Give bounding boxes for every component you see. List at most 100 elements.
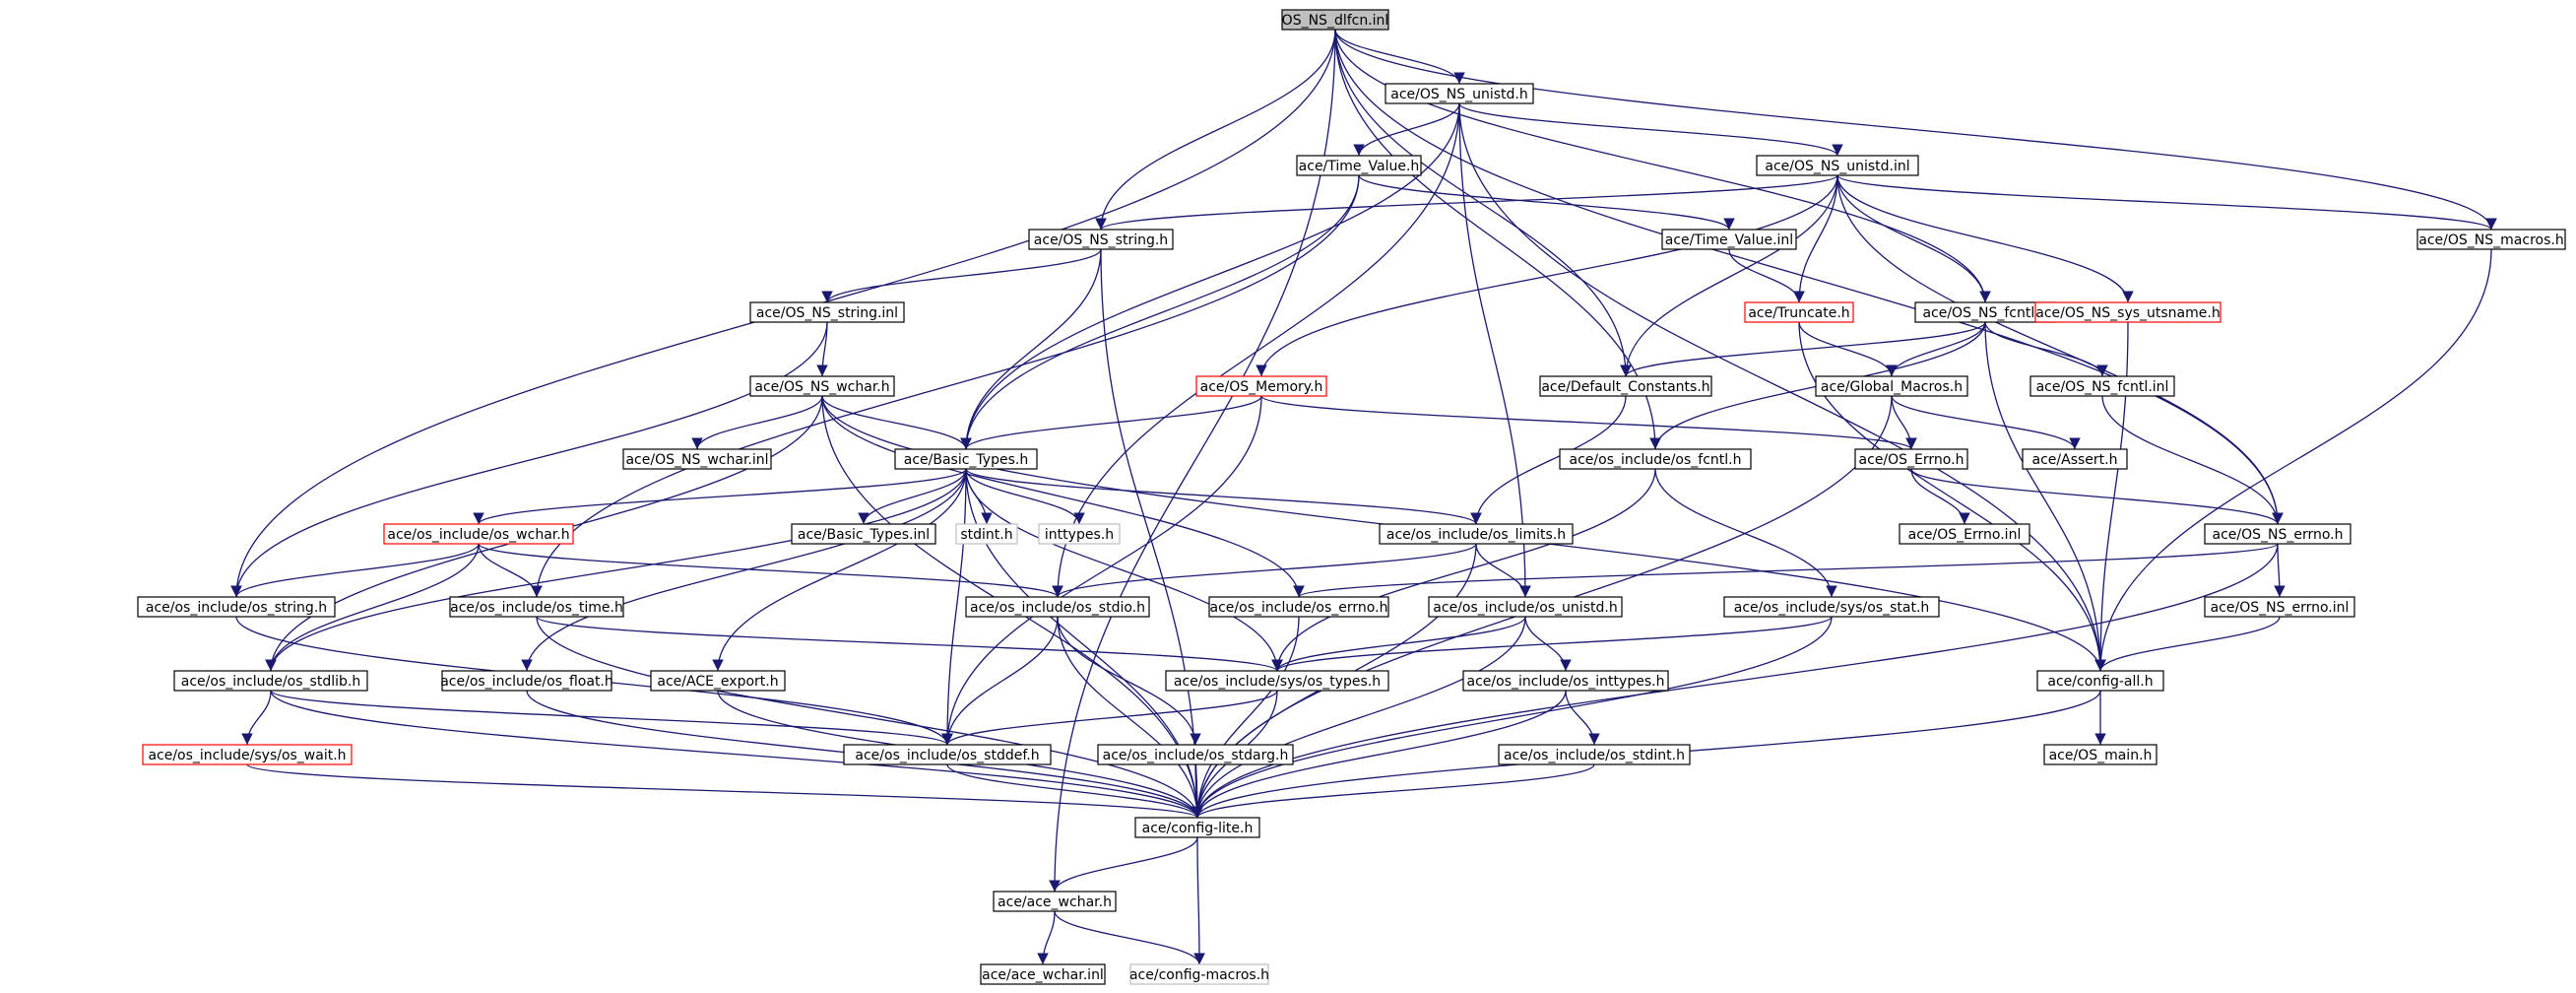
- node-box-os_ns_errno_inl[interactable]: [2204, 596, 2355, 618]
- node-global_macros_h[interactable]: ace/Global_Macros.h: [1815, 375, 1968, 397]
- node-box-macros_h[interactable]: [2416, 229, 2566, 250]
- node-box-os_include_wchar_h[interactable]: [383, 523, 574, 545]
- node-box-assert_h[interactable]: [2022, 448, 2128, 470]
- node-unistd_h[interactable]: ace/OS_NS_unistd.h: [1385, 83, 1534, 104]
- node-box-global_macros_h[interactable]: [1815, 375, 1968, 397]
- node-box-unistd_h[interactable]: [1385, 83, 1534, 104]
- node-box-basic_types_h[interactable]: [894, 448, 1038, 470]
- node-box-os_memory_h[interactable]: [1195, 375, 1327, 397]
- node-os_ns_errno_h[interactable]: ace/OS_NS_errno.h: [2204, 523, 2351, 545]
- node-os_errno_inl_cls[interactable]: ace/OS_Errno.inl: [1899, 523, 2030, 545]
- node-sys_os_types_h[interactable]: ace/os_include/sys/os_types.h: [1165, 670, 1389, 692]
- node-box-config_macros_h[interactable]: [1129, 963, 1269, 985]
- node-macros_h[interactable]: ace/OS_NS_macros.h: [2416, 229, 2566, 250]
- node-box-default_constants_h[interactable]: [1539, 375, 1712, 397]
- node-string_inl[interactable]: ace/OS_NS_string.inl: [749, 301, 905, 323]
- node-config_lite_h[interactable]: ace/config-lite.h: [1134, 817, 1260, 838]
- node-box-string_h[interactable]: [1028, 229, 1174, 250]
- node-box-os_time_h[interactable]: [449, 596, 624, 618]
- node-wchar_inl[interactable]: ace/OS_NS_wchar.inl: [622, 448, 772, 470]
- node-box-sys_os_types_h[interactable]: [1165, 670, 1389, 692]
- node-box-os_inttypes_h[interactable]: [1462, 670, 1669, 692]
- node-config_macros_h[interactable]: ace/config-macros.h: [1129, 963, 1269, 985]
- node-box-stdint_h[interactable]: [955, 523, 1018, 545]
- node-box-time_value_inl[interactable]: [1661, 229, 1797, 250]
- node-box-ace_export_h[interactable]: [650, 670, 786, 692]
- node-box-unistd_inl[interactable]: [1756, 155, 1919, 176]
- node-box-os_main_h[interactable]: [2043, 744, 2157, 765]
- node-basic_types_h[interactable]: ace/Basic_Types.h: [894, 448, 1038, 470]
- node-box-os_errno_inl_cls[interactable]: [1899, 523, 2030, 545]
- node-default_constants_h[interactable]: ace/Default_Constants.h: [1539, 375, 1712, 397]
- node-os_ns_errno_inl[interactable]: ace/OS_NS_errno.inl: [2204, 596, 2355, 618]
- node-box-os_stddef_h[interactable]: [843, 744, 1052, 765]
- node-os_include_fcntl_h[interactable]: ace/os_include/os_fcntl.h: [1559, 448, 1752, 470]
- node-fcntl_h[interactable]: ace/OS_NS_fcntl.h: [1914, 301, 2056, 323]
- node-string_h[interactable]: ace/OS_NS_string.h: [1028, 229, 1174, 250]
- node-box-string_inl[interactable]: [749, 301, 905, 323]
- node-os_stdarg_h[interactable]: ace/os_include/os_stdarg.h: [1097, 744, 1294, 765]
- node-box-os_stdio_h[interactable]: [965, 596, 1150, 618]
- node-basic_types_inl[interactable]: ace/Basic_Types.inl: [791, 523, 936, 545]
- node-ace_export_h[interactable]: ace/ACE_export.h: [650, 670, 786, 692]
- node-box-os_float_h[interactable]: [441, 670, 612, 692]
- node-box-ace_wchar_inl[interactable]: [980, 963, 1106, 985]
- node-box-os_unistd_h[interactable]: [1428, 596, 1623, 618]
- node-assert_h[interactable]: ace/Assert.h: [2022, 448, 2128, 470]
- node-truncate_h[interactable]: ace/Truncate.h: [1744, 301, 1854, 323]
- node-box-wchar_inl[interactable]: [622, 448, 772, 470]
- node-box-os_include_fcntl_h[interactable]: [1559, 448, 1752, 470]
- node-sys_os_stat_h[interactable]: ace/os_include/sys/os_stat.h: [1723, 596, 1940, 618]
- node-os_inttypes_h[interactable]: ace/os_include/os_inttypes.h: [1462, 670, 1669, 692]
- node-box-os_errno_h_cls[interactable]: [1854, 448, 1968, 470]
- node-os_stdio_h[interactable]: ace/os_include/os_stdio.h: [965, 596, 1150, 618]
- node-sys_utsname_h[interactable]: ace/OS_NS_sys_utsname.h: [2034, 301, 2222, 323]
- node-os_stddef_h[interactable]: ace/os_include/os_stddef.h: [843, 744, 1052, 765]
- node-config_all_h[interactable]: ace/config-all.h: [2036, 670, 2164, 692]
- node-box-os_ns_errno_h[interactable]: [2204, 523, 2351, 545]
- node-box-sys_os_wait_h[interactable]: [142, 744, 353, 765]
- node-box-os_string_h[interactable]: [137, 596, 336, 618]
- node-ace_wchar_h[interactable]: ace/ace_wchar.h: [993, 891, 1117, 912]
- node-box-sys_utsname_h[interactable]: [2034, 301, 2222, 323]
- node-box-os_stdlib_h[interactable]: [173, 670, 368, 692]
- node-os_errno_h[interactable]: ace/os_include/os_errno.h: [1208, 596, 1389, 618]
- node-os_stdlib_h[interactable]: ace/os_include/os_stdlib.h: [173, 670, 368, 692]
- node-ace_wchar_inl[interactable]: ace/ace_wchar.inl: [980, 963, 1106, 985]
- node-inttypes_h[interactable]: inttypes.h: [1038, 523, 1121, 545]
- node-os_main_h[interactable]: ace/OS_main.h: [2043, 744, 2157, 765]
- node-sys_os_wait_h[interactable]: ace/os_include/sys/os_wait.h: [142, 744, 353, 765]
- node-box-inttypes_h[interactable]: [1038, 523, 1121, 545]
- node-time_value_h[interactable]: ace/Time_Value.h: [1296, 155, 1422, 176]
- node-unistd_inl[interactable]: ace/OS_NS_unistd.inl: [1756, 155, 1919, 176]
- node-wchar_h[interactable]: ace/OS_NS_wchar.h: [749, 375, 895, 397]
- edge-ace_wchar_h-to-config_macros_h: [1054, 910, 1205, 965]
- node-time_value_inl[interactable]: ace/Time_Value.inl: [1661, 229, 1797, 250]
- node-box-basic_types_inl[interactable]: [791, 523, 936, 545]
- node-box-fcntl_inl[interactable]: [2029, 375, 2175, 397]
- node-os_include_wchar_h[interactable]: ace/os_include/os_wchar.h: [383, 523, 574, 545]
- node-box-root[interactable]: [1281, 9, 1389, 31]
- node-os_memory_h[interactable]: ace/OS_Memory.h: [1195, 375, 1327, 397]
- node-os_errno_h_cls[interactable]: ace/OS_Errno.h: [1854, 448, 1968, 470]
- node-box-ace_wchar_h[interactable]: [993, 891, 1117, 912]
- node-stdint_h[interactable]: stdint.h: [955, 523, 1018, 545]
- node-box-config_lite_h[interactable]: [1134, 817, 1260, 838]
- node-os_limits_h[interactable]: ace/os_include/os_limits.h: [1379, 523, 1574, 545]
- node-box-os_errno_h[interactable]: [1208, 596, 1389, 618]
- node-box-wchar_h[interactable]: [749, 375, 895, 397]
- node-box-os_limits_h[interactable]: [1379, 523, 1574, 545]
- node-box-time_value_h[interactable]: [1296, 155, 1422, 176]
- node-os_float_h[interactable]: ace/os_include/os_float.h: [440, 670, 613, 692]
- node-box-truncate_h[interactable]: [1744, 301, 1854, 323]
- node-os_stdint_h[interactable]: ace/os_include/os_stdint.h: [1498, 744, 1691, 765]
- node-root[interactable]: OS_NS_dlfcn.inl: [1281, 9, 1389, 31]
- node-fcntl_inl[interactable]: ace/OS_NS_fcntl.inl: [2029, 375, 2175, 397]
- node-box-os_stdint_h[interactable]: [1498, 744, 1691, 765]
- node-box-sys_os_stat_h[interactable]: [1723, 596, 1940, 618]
- node-box-config_all_h[interactable]: [2036, 670, 2164, 692]
- node-box-os_stdarg_h[interactable]: [1097, 744, 1294, 765]
- node-os_string_h[interactable]: ace/os_include/os_string.h: [137, 596, 336, 618]
- node-os_unistd_h[interactable]: ace/os_include/os_unistd.h: [1428, 596, 1623, 618]
- node-os_time_h[interactable]: ace/os_include/os_time.h: [449, 596, 624, 618]
